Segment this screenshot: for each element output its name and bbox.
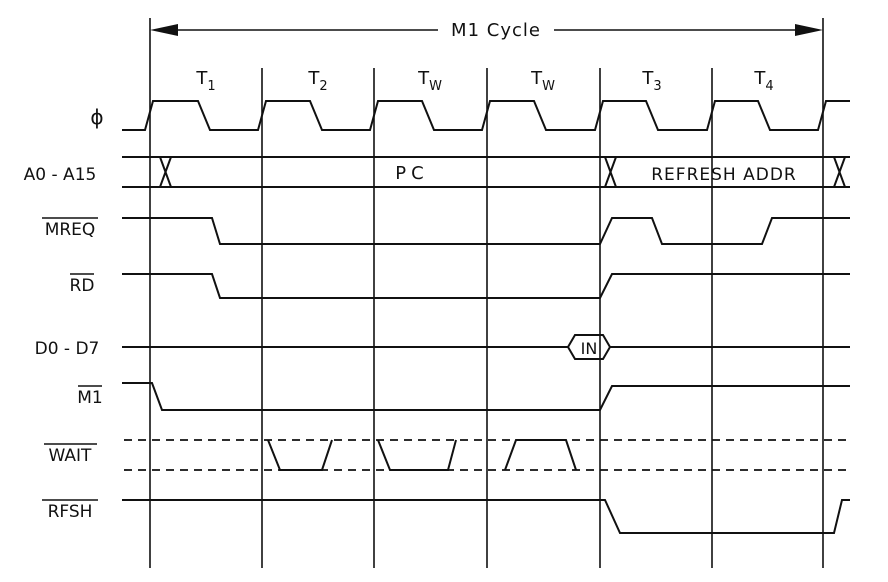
signal-label-m1: M1 <box>77 388 102 408</box>
waveform-address-bus: PC REFRESH ADDR <box>122 156 850 188</box>
state-label-tw2: TW <box>530 68 555 94</box>
state-label-t4: T4 <box>753 68 773 94</box>
waveform-m1 <box>122 382 850 411</box>
wait-pulse-t2 <box>267 439 333 471</box>
signal-label-wait: WAIT <box>49 446 93 466</box>
waveform-rfsh <box>122 499 850 534</box>
m1-cycle-span: M1 Cycle <box>150 20 823 41</box>
cycle-arrowhead-right <box>795 24 823 36</box>
signal-label-data: D0 - D7 <box>35 339 100 359</box>
data-in-label: IN <box>581 339 598 358</box>
state-label-t3: T3 <box>641 68 661 94</box>
signal-label-address: A0 - A15 <box>24 165 97 185</box>
waveform-rd <box>122 273 850 299</box>
cycle-arrowhead-left <box>150 24 178 36</box>
signal-label-mreq: MREQ <box>45 220 96 240</box>
bus-value-pc: PC <box>395 163 428 184</box>
signal-label-phi: ϕ <box>90 105 103 129</box>
signal-label-rfsh: RFSH <box>48 502 93 522</box>
bus-value-refresh: REFRESH ADDR <box>651 165 797 185</box>
state-label-t2: T2 <box>307 68 327 94</box>
bus-line-bottom <box>122 156 850 188</box>
cycle-title: M1 Cycle <box>451 20 541 41</box>
waveform-mreq <box>122 217 850 245</box>
waveform-data-bus: IN <box>122 334 850 360</box>
waveform-phi <box>122 100 850 131</box>
wait-pulse-tw1 <box>377 439 457 471</box>
clock-state-labels: T1 T2 TW TW T3 T4 <box>195 68 773 94</box>
waveform-wait <box>124 439 850 471</box>
signal-label-rd: RD <box>70 276 95 296</box>
wait-pulse-tw2 <box>504 439 577 471</box>
signal-labels: ϕ A0 - A15 MREQ RD D0 - D7 M1 WAIT RFSH <box>24 105 104 522</box>
state-label-t1: T1 <box>195 68 215 94</box>
state-label-tw1: TW <box>417 68 442 94</box>
